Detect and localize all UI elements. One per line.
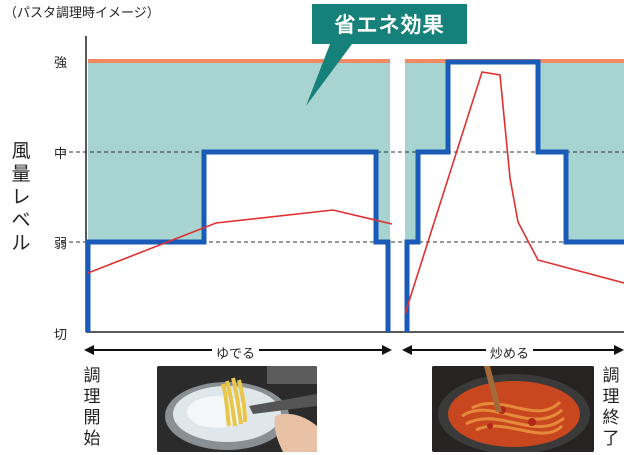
- start-label: 調 理 開 始: [82, 366, 102, 450]
- y-label-char: レ: [11, 186, 31, 208]
- end-char: 調: [602, 366, 620, 386]
- tick-strong: 強: [54, 56, 68, 71]
- phase-stirfry-label: 炒める: [486, 343, 534, 362]
- y-label-char: ベ: [11, 209, 31, 231]
- tick-medium: 中: [54, 147, 68, 162]
- start-char: 調: [83, 366, 101, 386]
- end-char: 終: [602, 408, 620, 428]
- heat-curve-stirfry: [404, 71, 624, 315]
- fan-step-boil: [85, 149, 391, 332]
- phase-boil-label: ゆでる: [212, 343, 260, 362]
- heat-curve-boil: [87, 209, 393, 274]
- tick-off: 切: [54, 328, 68, 343]
- end-char: 理: [602, 387, 620, 407]
- y-label-char: 風: [11, 140, 31, 162]
- start-char: 始: [83, 429, 101, 449]
- badge-pointer: [306, 44, 352, 106]
- end-char: 了: [602, 429, 620, 449]
- stirfry-pasta-photo: [432, 366, 594, 452]
- end-label: 調 理 終 了: [601, 366, 621, 450]
- y-label-char: 量: [11, 163, 31, 185]
- tick-weak: 弱: [54, 237, 68, 252]
- y-axis-label: 風 量 レ ベ ル: [10, 140, 32, 255]
- boiling-pasta-photo: [157, 366, 317, 452]
- energy-saving-badge: 省エネ効果: [312, 4, 467, 44]
- fan-step-stirfry: [404, 59, 624, 332]
- y-label-char: ル: [11, 232, 31, 254]
- caption: （パスタ調理時イメージ）: [4, 6, 160, 21]
- start-char: 開: [83, 408, 101, 428]
- start-char: 理: [83, 387, 101, 407]
